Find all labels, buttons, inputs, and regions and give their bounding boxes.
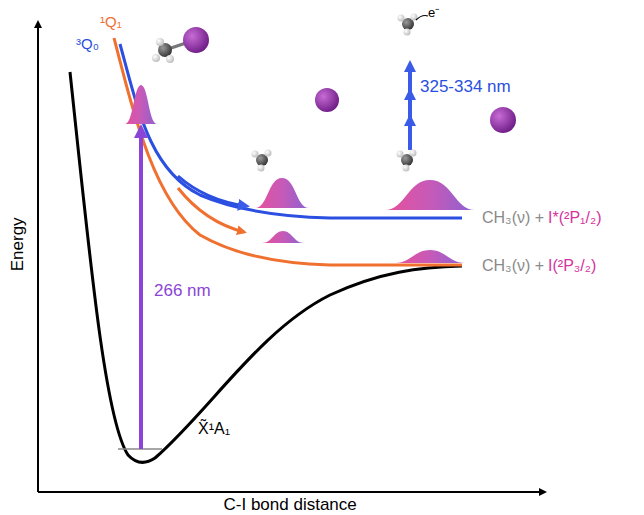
state-label: X̃¹A₁	[198, 420, 230, 438]
methyl-iodide	[152, 27, 209, 63]
axis-label: Energy	[9, 217, 28, 271]
methyl-and-iodine	[252, 88, 340, 172]
wavelength-label: 266 nm	[154, 282, 211, 301]
product-label: I*(²P₁/₂)	[548, 209, 601, 227]
state-label: ¹Q₁	[100, 14, 122, 31]
methyl-and-iodine-far	[397, 14, 517, 172]
electron-label: e⁻	[428, 6, 439, 20]
product-label: CH₃(ν) +	[482, 209, 544, 227]
product-label: CH₃(ν) +	[482, 257, 544, 275]
wavelength-label: 325-334 nm	[420, 78, 511, 97]
state-label: ³Q₀	[76, 36, 99, 53]
axis-label: C-I bond distance	[224, 496, 357, 515]
product-label: I(²P₃/₂)	[548, 257, 596, 275]
